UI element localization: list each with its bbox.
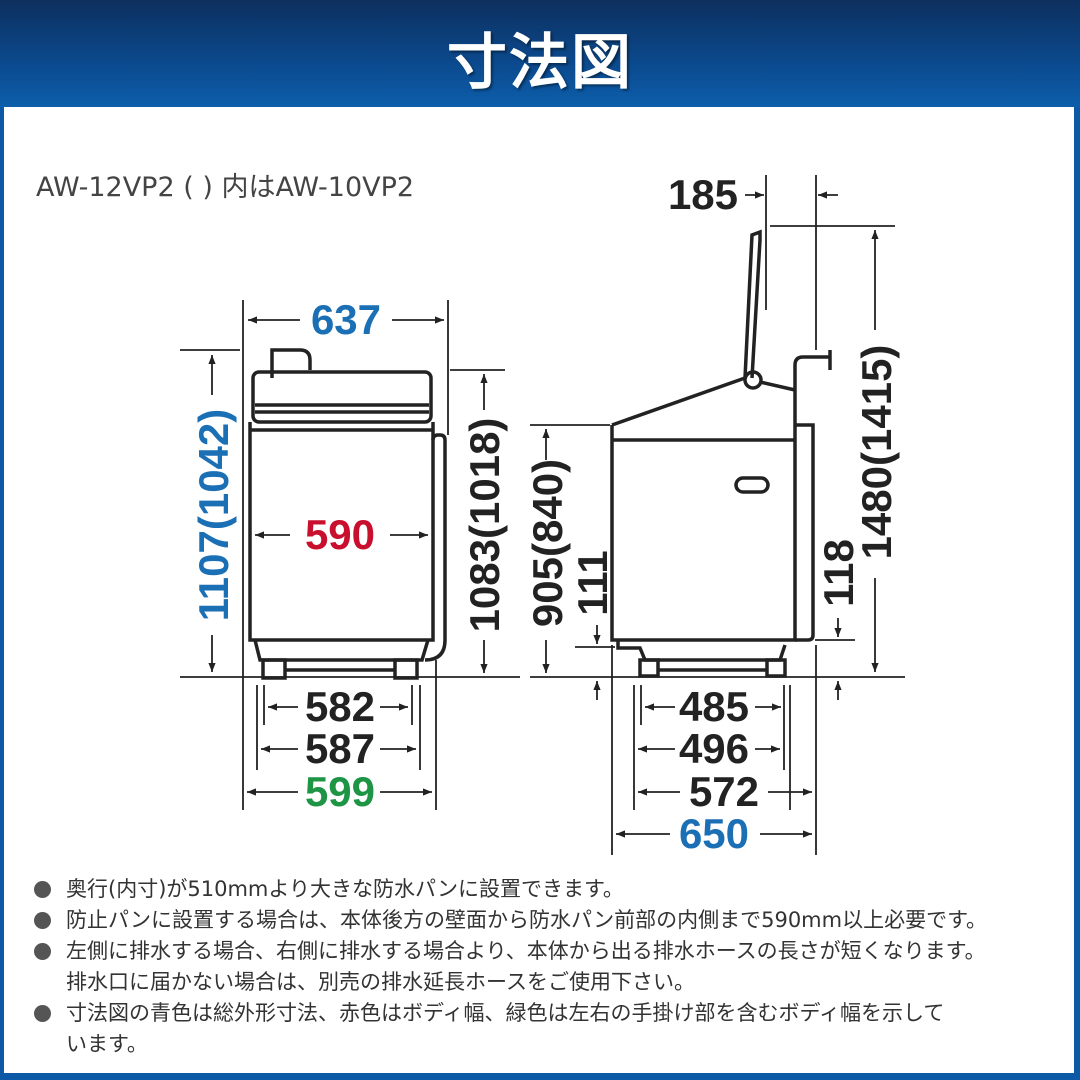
dim-base-485: 485 bbox=[679, 683, 749, 730]
header-banner: 寸法図 bbox=[0, 0, 1080, 107]
note-item: 左側に排水する場合、右側に排水する場合より、本体から出る排水ホースの長さが短くな… bbox=[34, 936, 1074, 967]
page-title: 寸法図 bbox=[447, 28, 633, 98]
dim-base-496: 496 bbox=[679, 725, 749, 772]
front-view-machine bbox=[248, 348, 447, 680]
dim-open-height: 1480(1415) bbox=[853, 345, 900, 560]
dim-rear-foot: 118 bbox=[815, 539, 862, 607]
dim-overall-height: 1107(1042) bbox=[190, 409, 237, 622]
bullet-icon bbox=[34, 912, 51, 929]
dim-base-587: 587 bbox=[305, 725, 375, 772]
dim-body-height: 1083(1018) bbox=[461, 418, 508, 633]
dim-front-foot: 111 bbox=[569, 550, 616, 615]
side-view-machine bbox=[610, 229, 832, 678]
dim-front-height: 905(840) bbox=[524, 459, 571, 627]
bullet-icon bbox=[34, 1005, 51, 1022]
note-item: 防止パンに設置する場合は、本体後方の壁面から防水パン前部の内側まで590mm以上… bbox=[34, 905, 1074, 936]
dim-overall-width: 637 bbox=[311, 296, 381, 343]
dim-base-599: 599 bbox=[305, 768, 375, 815]
content-panel bbox=[4, 107, 1074, 1073]
notes-list: 奥行(内寸)が510mmより大きな防水パンに設置できます。 防止パンに設置する場… bbox=[34, 874, 1074, 1060]
note-continuation: います。 bbox=[66, 1032, 148, 1056]
dim-base-572: 572 bbox=[689, 768, 759, 815]
bullet-icon bbox=[34, 881, 51, 898]
note-item: 寸法図の青色は総外形寸法、赤色はボディ幅、緑色は左右の手掛け部を含むボディ幅を示… bbox=[34, 998, 1074, 1029]
bullet-icon bbox=[34, 943, 51, 960]
dim-body-width: 590 bbox=[305, 511, 375, 558]
model-note: AW-12VP2 ( ) 内はAW-10VP2 bbox=[36, 172, 415, 203]
note-item: 奥行(内寸)が510mmより大きな防水パンに設置できます。 bbox=[34, 874, 1074, 905]
dimension-drawing: 637 590 582 587 599 1107(1042) 1083(1018… bbox=[180, 171, 905, 857]
dim-lid-offset: 185 bbox=[668, 171, 738, 218]
dim-base-582: 582 bbox=[305, 683, 375, 730]
note-continuation: 排水口に届かない場合は、別売の排水延長ホースをご使用下さい。 bbox=[66, 970, 695, 994]
dim-base-650: 650 bbox=[679, 810, 749, 857]
